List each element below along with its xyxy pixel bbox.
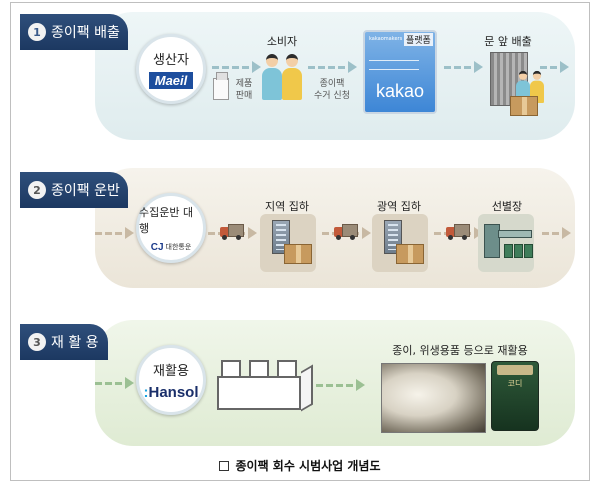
arrow-producer-consumer — [212, 61, 261, 73]
box-icon — [284, 244, 312, 264]
box-icon-2 — [396, 244, 424, 264]
platform-small-text: kakaomakers — [369, 36, 403, 42]
package-box-icon — [510, 96, 538, 116]
arrow-sorting-next — [542, 227, 571, 239]
arrow-cartons-products — [316, 379, 365, 391]
hansol-logo: :Hansol — [143, 383, 199, 401]
local-hub-stage — [260, 214, 316, 272]
sorting-machine-icon — [484, 220, 533, 260]
step-number-3: 3 — [28, 333, 46, 351]
arrow-into-transport — [95, 227, 134, 239]
tab-recycle: 3 재 활 용 — [20, 324, 108, 360]
tab-transport-title: 종이팩 운반 — [51, 183, 120, 199]
step-number-2: 2 — [28, 181, 46, 199]
producer-circle: 생산자 Maeil — [136, 34, 206, 104]
caption-square-icon — [219, 461, 230, 471]
request-label: 종이팩 수거 신청 — [314, 79, 350, 101]
maeil-logo: Maeil — [148, 72, 194, 89]
caption-text: 종이팩 회수 시범사업 개념도 — [235, 459, 381, 473]
arrow-into-recycle — [95, 377, 134, 389]
tab-transport: 2 종이팩 운반 — [20, 172, 128, 208]
recycler-label: 재활용 — [153, 363, 189, 379]
regional-hub-label: 광역 집하 — [377, 200, 421, 213]
recycle-label: 종이, 위생용품 등으로 재활용 — [392, 344, 528, 357]
arrow-platform-door — [444, 61, 483, 73]
sell-label: 제품 판매 — [235, 79, 253, 101]
arrow-consumer-platform — [308, 61, 357, 73]
cj-logo-sub: 대한통운 — [165, 243, 192, 251]
figure-frame — [10, 2, 590, 481]
figure-caption: 종이팩 회수 시범사업 개념도 — [0, 457, 600, 474]
consumer-label: 소비자 — [266, 35, 298, 48]
consumers-icon — [262, 50, 302, 100]
tab-discharge-title: 종이팩 배출 — [51, 25, 120, 41]
truck-icon-3 — [446, 224, 470, 240]
paper-roll-photo — [381, 363, 486, 433]
local-hub-label: 지역 집하 — [265, 200, 309, 213]
recycler-circle: 재활용 :Hansol — [136, 345, 206, 415]
transport-circle: 수집운반 대행 CJ 대한통운 — [136, 193, 206, 263]
tab-recycle-title: 재 활 용 — [51, 335, 99, 351]
door-label: 문 앞 배출 — [484, 35, 532, 48]
producer-label: 생산자 — [153, 53, 189, 68]
truck-icon-2 — [334, 224, 358, 240]
kakao-logo: kakao — [375, 81, 425, 101]
milk-cartons-icon — [217, 360, 313, 412]
cj-logo: CJ — [150, 241, 164, 253]
regional-hub-stage — [372, 214, 428, 272]
transport-label: 수집운반 대행 — [139, 205, 194, 235]
sorting-label: 선별장 — [491, 200, 523, 213]
step-number-1: 1 — [28, 23, 46, 41]
truck-icon — [220, 224, 244, 240]
platform-label: 플랫폼 — [404, 33, 433, 46]
tab-discharge: 1 종이팩 배출 — [20, 14, 128, 50]
arrow-door-next — [540, 61, 569, 73]
tissue-pack-photo: 코디 — [491, 361, 539, 431]
pack-brand-text: 코디 — [507, 379, 523, 388]
milk-carton-icon — [213, 72, 229, 100]
